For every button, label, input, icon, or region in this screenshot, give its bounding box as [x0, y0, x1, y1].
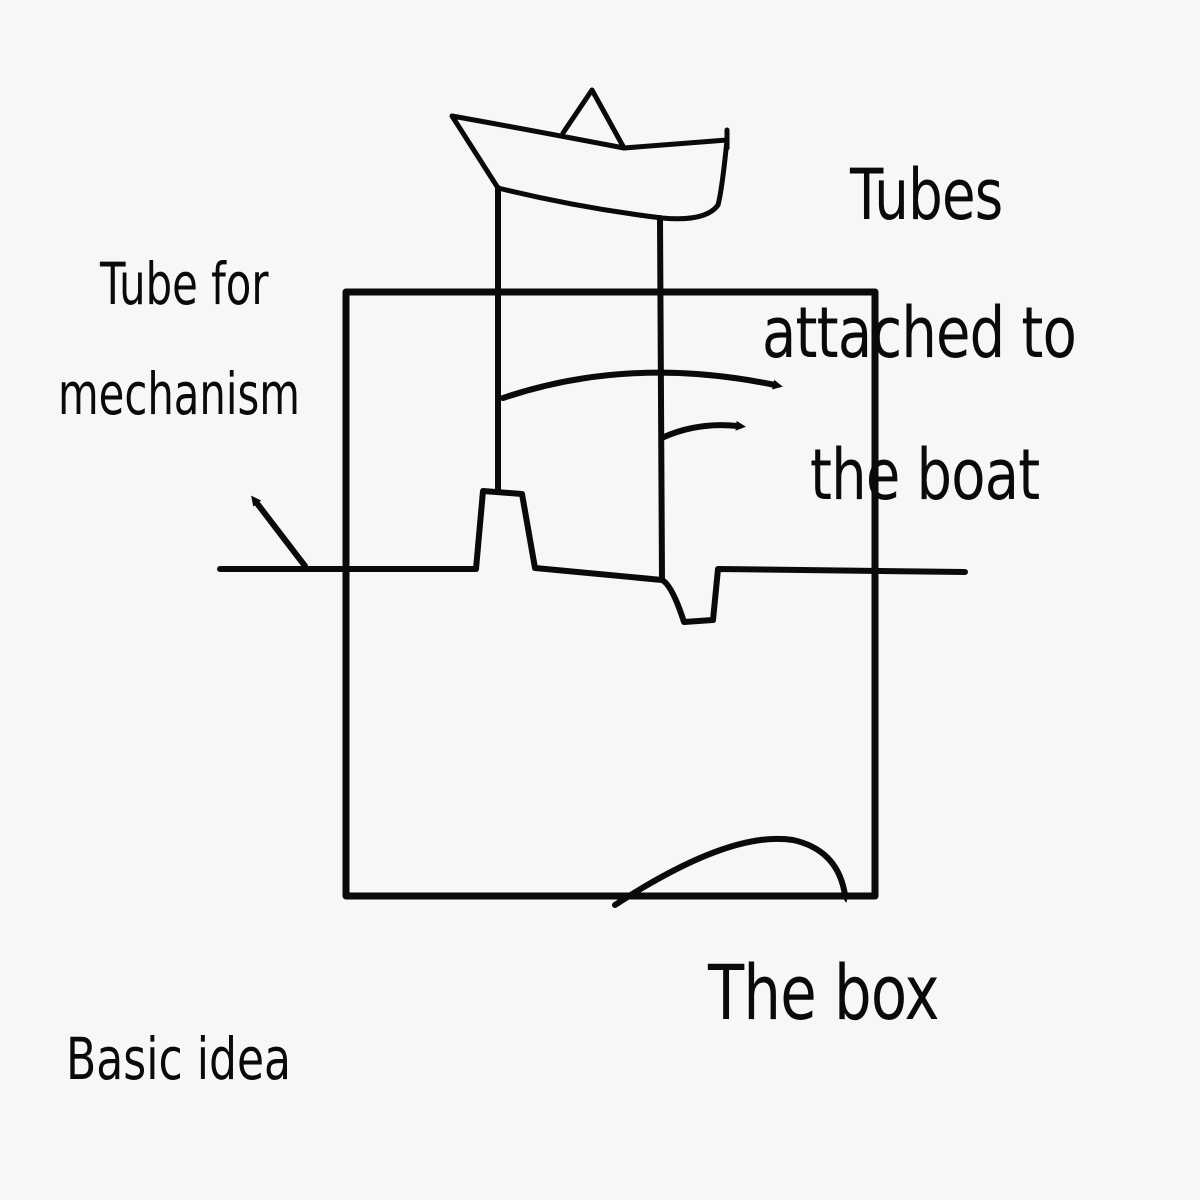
mechanism-tube: [217, 488, 968, 625]
arrow-tube-left: [500, 369, 783, 401]
label-attached-to: attached to: [762, 292, 1077, 374]
label-basic-idea: Basic idea: [66, 1025, 292, 1093]
label-tube-for: Tube for: [100, 250, 269, 318]
label-the-boat: the boat: [810, 434, 1040, 516]
boat-tube-right: [657, 215, 665, 583]
paper-boat: [449, 87, 730, 222]
label-the-box: The box: [708, 948, 940, 1037]
box-outline: [342, 288, 879, 900]
arrow-box: [612, 835, 850, 908]
arrow-mechanism: [251, 495, 308, 569]
label-mechanism: mechanism: [58, 360, 300, 428]
arrow-tube-right: [661, 420, 746, 440]
label-tubes: Tubes: [850, 154, 1003, 236]
